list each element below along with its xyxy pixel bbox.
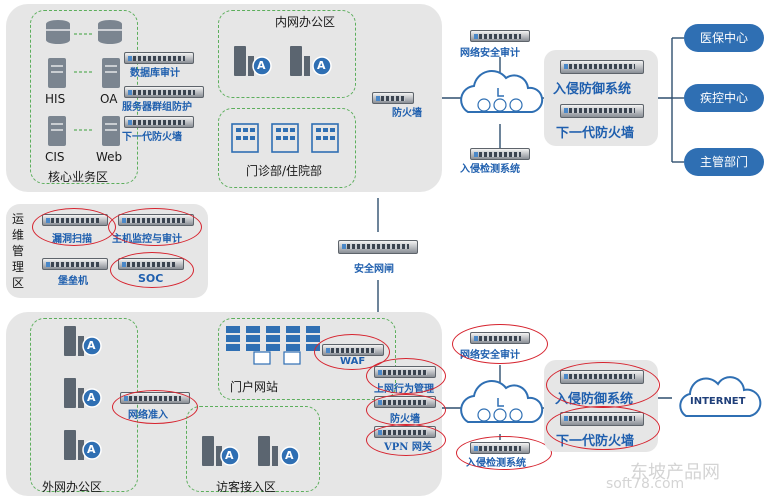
ops-label-2: 管 bbox=[12, 244, 25, 258]
ips-top-label: 入侵防御系统 bbox=[553, 82, 632, 97]
outer-office-label: 外网办公区 bbox=[42, 480, 103, 494]
inner-office-area bbox=[218, 10, 356, 98]
fw-top-label: 防火墙 bbox=[392, 108, 422, 119]
client-badge-7: A bbox=[285, 449, 294, 462]
internet-cloud-icon bbox=[679, 376, 762, 417]
ops-label-0: 运 bbox=[12, 212, 25, 226]
inner-office-pcs bbox=[234, 46, 332, 76]
portal-label: 门户网站 bbox=[230, 380, 279, 394]
ips-bottom-highlight bbox=[546, 362, 660, 408]
net-audit-bottom-highlight bbox=[452, 324, 548, 364]
clinic-label: 门诊部/住院部 bbox=[246, 164, 323, 178]
ngfw-core-label: 下一代防火墙 bbox=[122, 132, 182, 143]
ids-top-label: 入侵检测系统 bbox=[460, 164, 520, 175]
internet-label: INTERNET bbox=[690, 396, 746, 407]
cloud-bottom-icon bbox=[460, 380, 544, 423]
authority-department: 主管部门 bbox=[684, 148, 764, 176]
server-oa: OA bbox=[100, 92, 118, 106]
clinic-area bbox=[218, 108, 356, 188]
ids-bottom-highlight bbox=[456, 436, 552, 470]
gateway-device bbox=[338, 240, 418, 254]
server-protect-device bbox=[124, 86, 204, 98]
building-icons bbox=[231, 123, 339, 153]
cdc-center: 疾控中心 bbox=[684, 84, 764, 112]
outer-office-pcs bbox=[64, 326, 102, 460]
ngfw-top-device bbox=[560, 104, 644, 118]
inner-office-label: 内网办公区 bbox=[275, 15, 336, 29]
watermark-line1: 东坡产品网 bbox=[630, 462, 720, 483]
client-badge-6: A bbox=[225, 449, 234, 462]
db-audit-label: 数据库审计 bbox=[130, 68, 180, 79]
client-badge-1: A bbox=[257, 59, 266, 72]
host-monitor-highlight bbox=[108, 208, 202, 246]
client-badge-5: A bbox=[87, 443, 96, 456]
ops-label-1: 维 bbox=[12, 228, 25, 242]
net-audit-top-device bbox=[470, 30, 530, 42]
server-protect-label: 服务器群组防护 bbox=[122, 102, 192, 113]
ngfw-bottom-highlight bbox=[546, 406, 660, 450]
fw-top-device bbox=[372, 92, 414, 104]
soc-highlight bbox=[110, 252, 194, 288]
fw-bottom-highlight bbox=[366, 394, 446, 426]
ops-label-3: 理 bbox=[12, 260, 25, 274]
vuln-scan-highlight bbox=[32, 208, 116, 246]
db-audit-device bbox=[124, 52, 194, 64]
medical-insurance-center: 医保中心 bbox=[684, 24, 764, 52]
ngfw-core-device bbox=[124, 116, 194, 128]
ips-top-device bbox=[560, 60, 644, 74]
guest-pcs bbox=[202, 436, 300, 466]
vpn-highlight bbox=[366, 424, 446, 456]
ids-top-device bbox=[470, 148, 530, 160]
watermark-line2: soft78.com bbox=[606, 476, 685, 492]
client-badge-2: A bbox=[317, 59, 326, 72]
portal-server-icons bbox=[226, 326, 320, 365]
cloud-top-icon bbox=[460, 70, 544, 113]
ngfw-top-label: 下一代防火墙 bbox=[556, 126, 635, 141]
guest-label: 访客接入区 bbox=[216, 480, 277, 494]
guest-area bbox=[186, 406, 320, 492]
ops-label-4: 区 bbox=[12, 276, 25, 290]
waf-highlight bbox=[314, 334, 390, 370]
net-audit-top-label: 网络安全审计 bbox=[460, 48, 520, 59]
server-his: HIS bbox=[45, 92, 66, 106]
bastion-device bbox=[42, 258, 108, 270]
core-business-label: 核心业务区 bbox=[48, 170, 109, 184]
server-cis: CIS bbox=[45, 150, 65, 164]
server-web: Web bbox=[96, 150, 123, 164]
intranet-zone bbox=[6, 4, 442, 192]
bastion-label: 堡垒机 bbox=[58, 276, 88, 287]
client-badge-3: A bbox=[87, 339, 96, 352]
behavior-highlight bbox=[366, 358, 446, 394]
client-badge-4: A bbox=[87, 391, 96, 404]
server-icons bbox=[46, 20, 122, 146]
gateway-label: 安全网闸 bbox=[354, 264, 394, 275]
